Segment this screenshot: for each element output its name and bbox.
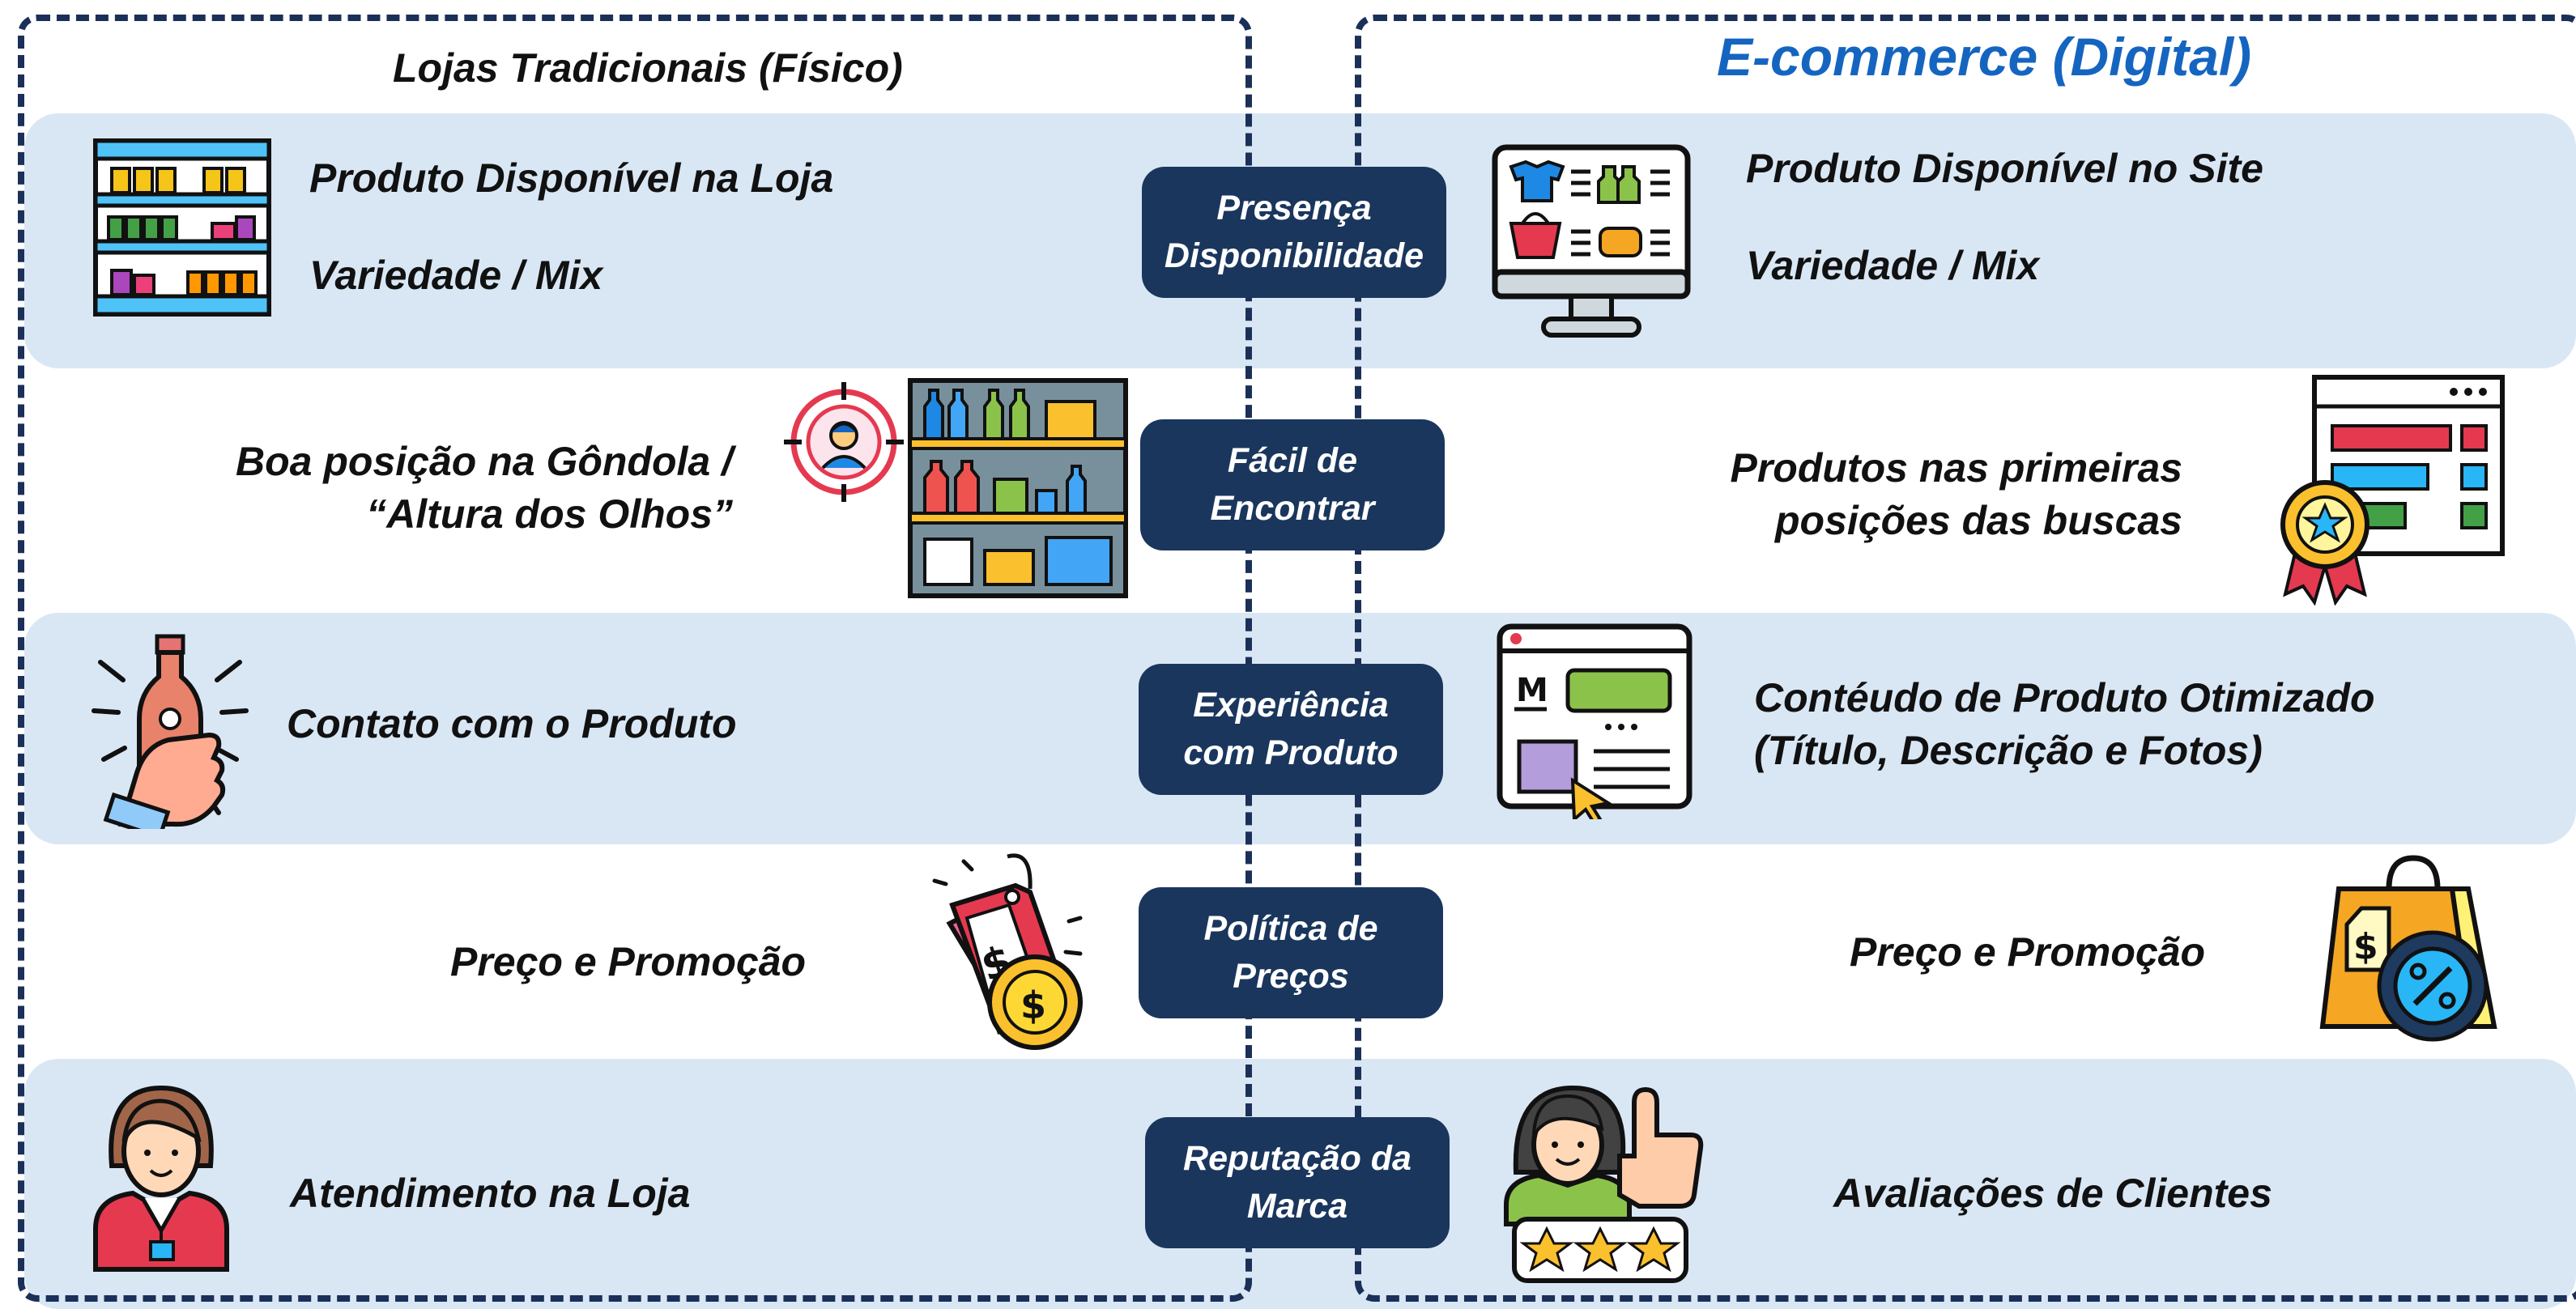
shopping-bag-discount-icon: $ bbox=[2319, 855, 2497, 1042]
right-text-presenca-2: Variedade / Mix bbox=[1746, 243, 2040, 288]
ranking-list-award-icon bbox=[2280, 375, 2505, 606]
online-store-monitor-icon bbox=[1492, 144, 1691, 338]
store-shelf-icon bbox=[93, 138, 271, 317]
right-text-experiencia: Contéudo de Produto Otimizado(Título, De… bbox=[1754, 675, 2375, 773]
price-tag-coin-icon: $ $ bbox=[932, 853, 1083, 1050]
left-text-facil: Boa posição na Gôndola /“Altura dos Olho… bbox=[236, 439, 733, 537]
left-text-preco: Preço e Promoção bbox=[450, 939, 807, 984]
left-panel bbox=[18, 15, 1252, 1302]
hand-bottle-icon bbox=[92, 634, 249, 829]
product-page-icon: M bbox=[1497, 623, 1692, 819]
left-panel-title: Lojas Tradicionais (Físico) bbox=[393, 45, 903, 91]
left-text-presenca-2: Variedade / Mix bbox=[309, 253, 603, 298]
right-text-presenca-1: Produto Disponível no Site bbox=[1746, 146, 2263, 191]
right-panel bbox=[1355, 15, 2576, 1302]
right-text-preco: Preço e Promoção bbox=[1850, 929, 2206, 975]
left-text-experiencia: Contato com o Produto bbox=[287, 701, 737, 746]
store-attendant-icon bbox=[93, 1085, 229, 1272]
left-text-presenca-1: Produto Disponível na Loja bbox=[309, 155, 834, 201]
right-panel-title: E-commerce (Digital) bbox=[1717, 27, 2252, 87]
right-text-reputacao: Avaliações de Clientes bbox=[1833, 1171, 2272, 1216]
svg-text:$: $ bbox=[1020, 984, 1046, 1027]
shelf-target-icon bbox=[784, 378, 1128, 598]
svg-text:$: $ bbox=[2353, 926, 2378, 967]
left-text-reputacao: Atendimento na Loja bbox=[290, 1171, 691, 1216]
customer-review-stars-icon bbox=[1504, 1085, 1704, 1283]
svg-text:M: M bbox=[1516, 672, 1548, 709]
